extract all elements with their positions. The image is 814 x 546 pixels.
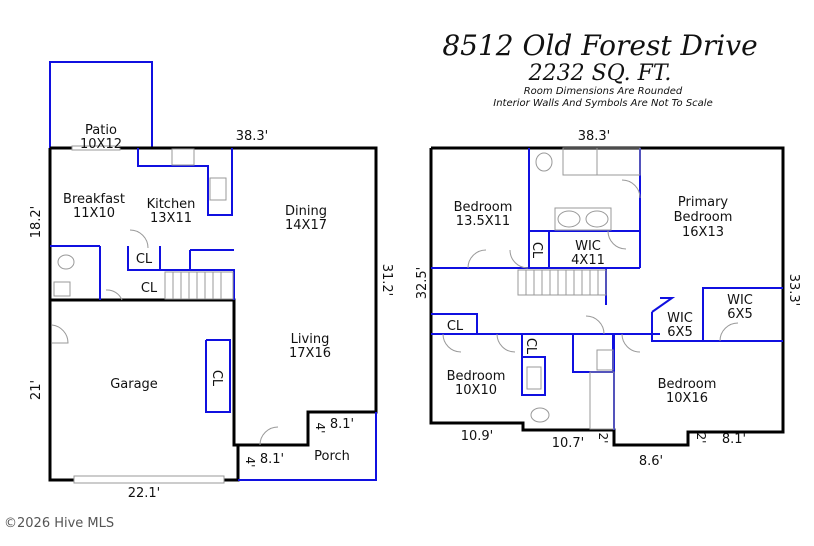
- dimension: 8.6': [639, 454, 663, 469]
- stairs: [164, 271, 234, 300]
- door-swing: [259, 426, 279, 446]
- room-size: 10X12: [80, 137, 122, 152]
- dimension: 10.9': [461, 429, 494, 444]
- sqft-label: 2232 SQ. FT.: [528, 61, 672, 86]
- wall: [431, 313, 478, 334]
- room-name: Garage: [110, 377, 158, 392]
- dimension: 32.5': [415, 267, 430, 300]
- dimension: 8.1': [722, 432, 746, 447]
- room-size: 6X5: [667, 325, 692, 340]
- room-size: 10X10: [455, 383, 497, 398]
- room-size: 17X16: [289, 346, 331, 361]
- patio-door: [71, 145, 121, 151]
- closet-label: CL: [209, 370, 224, 387]
- dimension: 8.1': [330, 417, 354, 432]
- door-swing: [129, 229, 149, 249]
- door-swing: [467, 249, 487, 269]
- door-swing: [51, 324, 69, 344]
- door-swing: [442, 333, 462, 353]
- stair-wall: [127, 246, 235, 300]
- room-name: Kitchen: [147, 197, 196, 212]
- closet-label: CL: [447, 319, 464, 334]
- dimension: 10.7': [552, 436, 585, 451]
- stove-icon: [171, 148, 195, 166]
- room-name: Bedroom: [658, 377, 717, 392]
- patio-outline: [49, 61, 153, 148]
- wall: [651, 312, 783, 342]
- room-name: Porch: [314, 449, 350, 464]
- dimension: 21': [29, 380, 44, 400]
- door-swing: [509, 249, 529, 269]
- first-floor: Patio 10X12 Breakfast 11X10 Kitchen 13X1…: [29, 61, 394, 501]
- dimension: 2': [596, 433, 610, 444]
- room-size: 4X11: [571, 253, 605, 268]
- door-swing: [621, 333, 641, 353]
- wall: [572, 334, 614, 373]
- door-swing: [607, 230, 627, 250]
- room-size: 11X10: [73, 206, 115, 221]
- dimension: 18.2': [29, 206, 44, 239]
- room-size: 6X5: [727, 307, 752, 322]
- address-title: 8512 Old Forest Drive: [442, 29, 757, 62]
- dimension: 38.3': [236, 129, 269, 144]
- closet-label: CL: [141, 281, 158, 296]
- wall: [651, 297, 676, 313]
- room-size: 10X16: [666, 391, 708, 406]
- room-size: 16X13: [682, 225, 724, 240]
- bath-fixtures: [526, 147, 641, 430]
- room-name: Living: [291, 332, 330, 347]
- closet-label: CL: [136, 252, 153, 267]
- garage-closet: [205, 339, 231, 413]
- wall: [521, 334, 546, 396]
- room-name: Patio: [85, 123, 117, 138]
- door-swing: [621, 179, 641, 199]
- room-size: 13X11: [150, 211, 192, 226]
- room-name: Bedroom: [447, 369, 506, 384]
- second-floor-walls: [429, 146, 785, 447]
- dimension: 33.3': [786, 274, 801, 307]
- room-name: WIC: [667, 311, 693, 326]
- kitchen-counter: [137, 148, 233, 216]
- room-name: Breakfast: [63, 192, 125, 207]
- first-floor-walls: [50, 146, 378, 447]
- dimension: 8.1': [260, 452, 284, 467]
- dimension: 2': [694, 433, 708, 444]
- door-swing: [719, 322, 739, 342]
- porch-outline: [238, 412, 377, 481]
- dimension: 31.2': [379, 264, 394, 297]
- door-swing: [585, 315, 605, 335]
- dimension: 38.3': [578, 129, 611, 144]
- room-name: WIC: [727, 293, 753, 308]
- watermark: ©2026 Hive MLS: [4, 516, 114, 531]
- room-name: WIC: [575, 239, 601, 254]
- dimension: 22.1': [128, 486, 161, 501]
- note-scale: Interior Walls And Symbols Are Not To Sc…: [493, 98, 712, 109]
- door-swing: [105, 289, 123, 301]
- closet-label: CL: [523, 338, 538, 355]
- sink-icon: [209, 177, 227, 201]
- dimension: 4': [243, 457, 257, 468]
- room-size: 13.5X11: [456, 214, 510, 229]
- note-rounded: Room Dimensions Are Rounded: [524, 86, 683, 97]
- stairs: [517, 269, 607, 296]
- room-size: 14X17: [285, 218, 327, 233]
- garage-door: [73, 475, 225, 484]
- door-swing: [496, 333, 516, 353]
- sink-icon: [53, 281, 71, 297]
- room-name: Dining: [285, 204, 327, 219]
- closet-label: CL: [529, 242, 544, 259]
- dimension: 4': [313, 423, 327, 434]
- wall: [702, 287, 783, 341]
- toilet-icon: [57, 254, 75, 270]
- room-name: Bedroom: [454, 200, 513, 215]
